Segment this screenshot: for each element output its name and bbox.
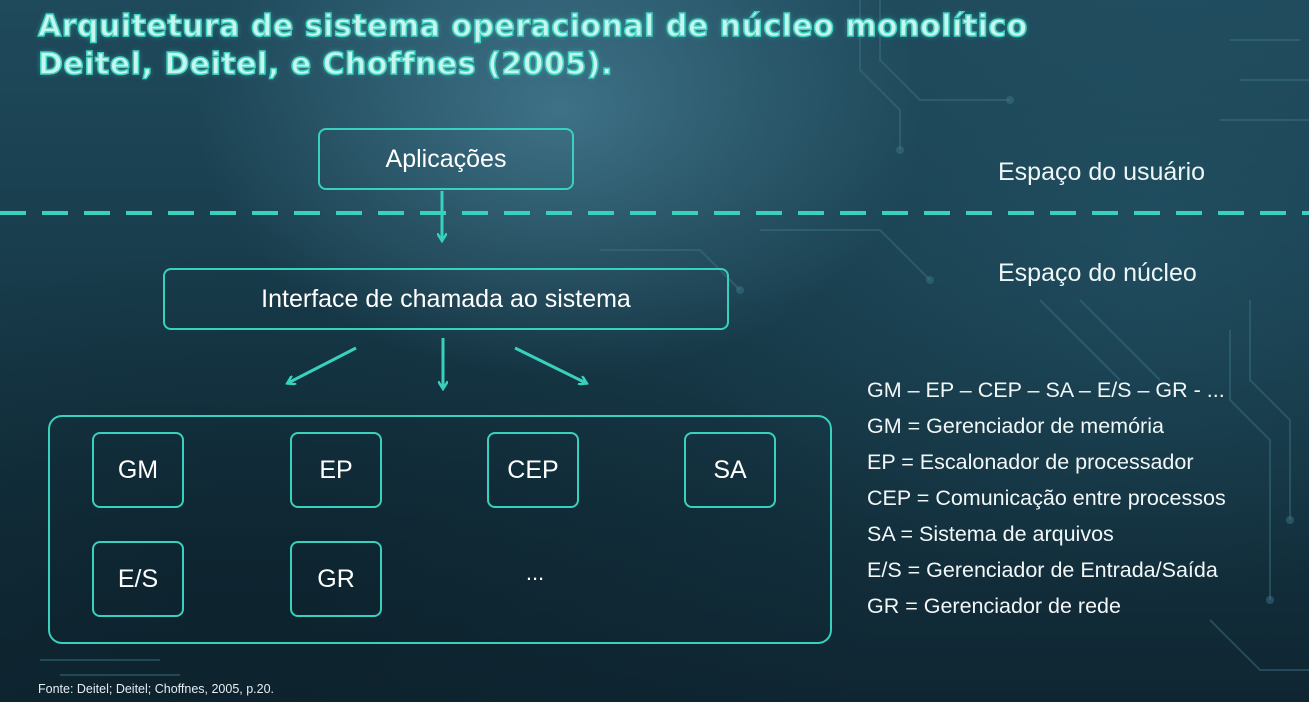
module-gr-label: GR <box>317 564 355 593</box>
module-gm: GM <box>92 432 184 508</box>
syscall-interface-box: Interface de chamada ao sistema <box>163 268 729 330</box>
module-sa: SA <box>684 432 776 508</box>
user-space-label: Espaço do usuário <box>998 158 1206 186</box>
module-ep: EP <box>290 432 382 508</box>
module-cep: CEP <box>487 432 579 508</box>
module-es: E/S <box>92 541 184 617</box>
module-gr: GR <box>290 541 382 617</box>
acronym-legend: GM – EP – CEP – SA – E/S – GR - ... GM =… <box>867 372 1226 624</box>
syscall-interface-label: Interface de chamada ao sistema <box>261 284 631 313</box>
legend-item: SA = Sistema de arquivos <box>867 522 1114 546</box>
legend-item: EP = Escalonador de processador <box>867 450 1194 474</box>
module-sa-label: SA <box>713 455 747 484</box>
applications-label: Aplicações <box>385 144 507 173</box>
slide-title: Arquitetura de sistema operacional de nú… <box>37 8 1028 84</box>
module-es-label: E/S <box>117 564 159 593</box>
title-line-2: Deitel, Deitel, e Choffnes (2005). <box>37 46 613 83</box>
module-cep-label: CEP <box>507 455 559 484</box>
kernel-modules-container <box>48 415 832 644</box>
legend-item: CEP = Comunicação entre processos <box>867 486 1226 510</box>
arrow-interface-left <box>288 346 357 383</box>
user-kernel-divider <box>0 211 1309 215</box>
kernel-space-label: Espaço do núcleo <box>998 259 1197 287</box>
applications-box: Aplicações <box>318 128 574 190</box>
legend-item: GM – EP – CEP – SA – E/S – GR - ... <box>867 378 1225 402</box>
module-gm-label: GM <box>117 455 159 484</box>
source-citation: Fonte: Deitel; Deitel; Choffnes, 2005, p… <box>38 682 275 696</box>
legend-item: GR = Gerenciador de rede <box>867 594 1121 618</box>
arrow-interface-right <box>514 346 586 383</box>
module-ep-label: EP <box>319 455 353 484</box>
legend-item: E/S = Gerenciador de Entrada/Saída <box>867 558 1218 582</box>
title-line-1: Arquitetura de sistema operacional de nú… <box>37 8 1028 45</box>
legend-item: GM = Gerenciador de memória <box>867 414 1164 438</box>
more-modules-ellipsis: ... <box>525 560 545 585</box>
